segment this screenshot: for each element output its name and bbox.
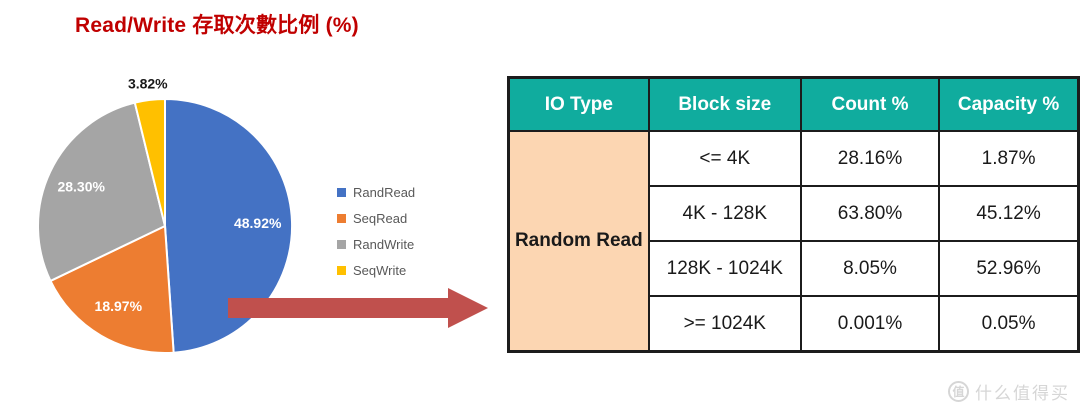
table-row: >= 1024K 0.001% 0.05% <box>509 295 1080 353</box>
legend-label-randwrite: RandWrite <box>353 236 415 252</box>
legend-swatch-randwrite <box>337 239 346 249</box>
cell-capacity-pct: 52.96% <box>938 240 1080 297</box>
table-row: Random Read <= 4K 28.16% 1.87% <box>507 130 1080 353</box>
pie-slice-randread <box>164 97 293 354</box>
table-header-row: IO Type Block size Count % Capacity % <box>507 76 1080 132</box>
header-count-pct: Count % <box>799 76 941 132</box>
header-block-size: Block size <box>647 76 802 132</box>
legend-item-randread: RandRead <box>337 179 415 205</box>
cell-capacity-pct: 45.12% <box>938 185 1080 242</box>
watermark-text: 什么值得买 <box>975 384 1070 403</box>
pie-chart: 48.92% 18.97% 28.30% 3.82% <box>37 76 293 355</box>
legend-swatch-randread <box>337 187 346 197</box>
cell-count-pct: 0.001% <box>799 295 941 353</box>
header-io-type: IO Type <box>507 76 650 132</box>
legend-label-seqwrite: SeqWrite <box>353 262 407 278</box>
cell-count-pct: 8.05% <box>799 240 941 297</box>
legend-label-seqread: SeqRead <box>353 210 408 226</box>
watermark: 值 什么值得买 <box>948 379 1070 404</box>
legend-item-randwrite: RandWrite <box>337 231 415 257</box>
legend-label-randread: RandRead <box>353 184 416 200</box>
table-row: 128K - 1024K 8.05% 52.96% <box>509 240 1080 297</box>
io-table: IO Type Block size Count % Capacity % Ra… <box>507 76 1080 353</box>
pie-legend: RandRead SeqRead RandWrite SeqWrite <box>337 179 415 283</box>
cell-capacity-pct: 0.05% <box>938 295 1080 353</box>
pie-label-randwrite: 28.30% <box>57 178 105 194</box>
cell-block-size: 4K - 128K <box>647 185 802 242</box>
watermark-badge-icon: 值 <box>948 381 969 402</box>
legend-swatch-seqread <box>337 213 346 223</box>
legend-item-seqwrite: SeqWrite <box>337 257 415 283</box>
pie-label-seqwrite: 3.82% <box>128 76 168 92</box>
cell-count-pct: 63.80% <box>799 185 941 242</box>
legend-swatch-seqwrite <box>337 265 346 275</box>
cell-count-pct: 28.16% <box>799 130 941 187</box>
pie-label-randread: 48.92% <box>234 215 282 231</box>
pie-slice-randwrite <box>37 101 167 283</box>
page-title: Read/Write 存取次數比例 (%) <box>75 14 359 37</box>
cell-capacity-pct: 1.87% <box>938 130 1080 187</box>
legend-item-seqread: SeqRead <box>337 205 415 231</box>
pie-slice-seqwrite <box>133 97 166 227</box>
io-type-cell: Random Read <box>507 130 650 353</box>
cell-block-size: <= 4K <box>647 130 802 187</box>
pie-slice-seqread <box>49 224 175 355</box>
cell-block-size: 128K - 1024K <box>647 240 802 297</box>
header-capacity-pct: Capacity % <box>938 76 1080 132</box>
pie-label-seqread: 18.97% <box>95 298 143 314</box>
table-row: 4K - 128K 63.80% 45.12% <box>509 185 1080 242</box>
cell-block-size: >= 1024K <box>647 295 802 353</box>
arrow-right-icon <box>228 288 488 328</box>
